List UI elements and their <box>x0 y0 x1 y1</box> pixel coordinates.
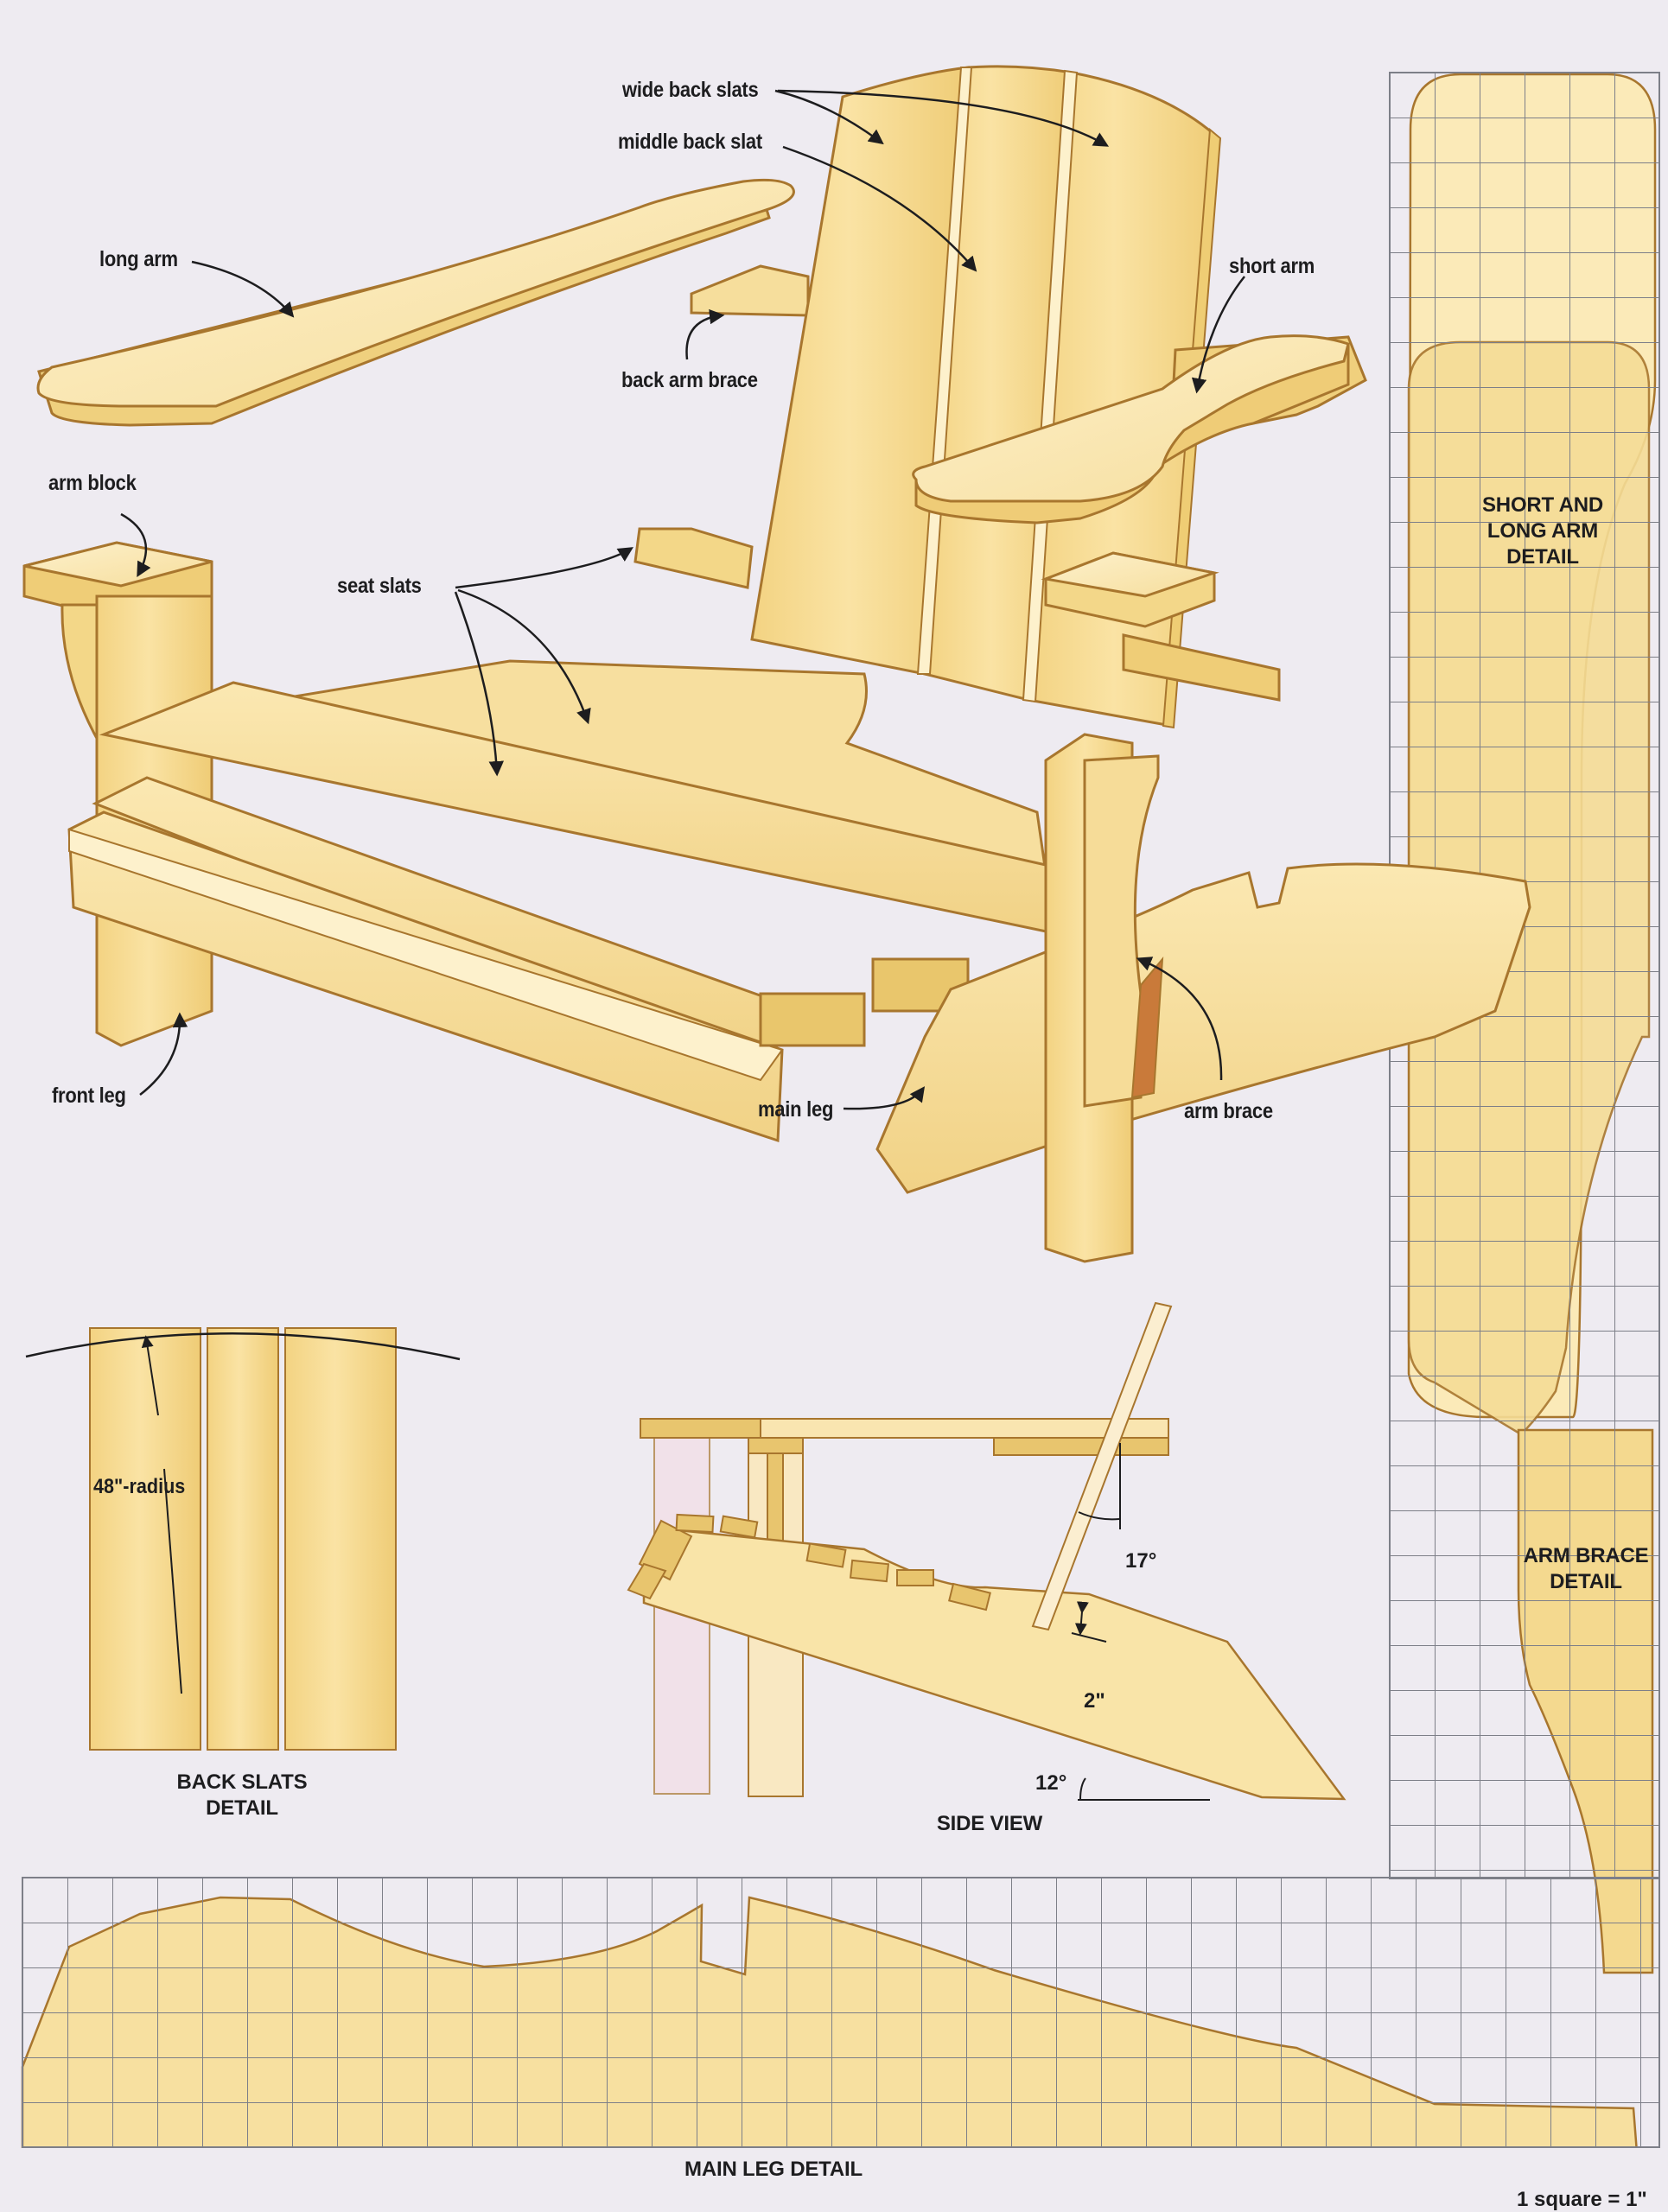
long-arm-part <box>36 178 795 427</box>
back-arm-brace-part <box>690 264 810 317</box>
scale-label: 1 square = 1" <box>1517 2188 1647 2211</box>
label-main-leg: main leg <box>758 1097 834 1122</box>
side-view-art <box>627 1301 1346 1801</box>
short-arm-block-part <box>1041 551 1281 702</box>
caption-side-view: SIDE VIEW <box>936 1812 1043 1835</box>
label-arm-block: arm block <box>48 471 137 495</box>
label-middle-back-slat: middle back slat <box>618 130 762 154</box>
label-short-arm: short arm <box>1229 254 1315 278</box>
caption-back-slats-detail: BACK SLATS DETAIL <box>176 1770 308 1820</box>
seat-slats-part <box>67 659 1083 1143</box>
arm-brace-part <box>1044 733 1164 1263</box>
main-leg-detail <box>0 1877 1668 2212</box>
label-arm-brace: arm brace <box>1184 1099 1273 1123</box>
arm-detail-grid <box>1389 72 1660 1974</box>
label-12-degrees: 12° <box>1035 1771 1067 1795</box>
label-front-leg: front leg <box>52 1084 126 1108</box>
caption-main-leg-detail: MAIN LEG DETAIL <box>684 2158 863 2181</box>
label-wide-back-slats: wide back slats <box>622 78 759 102</box>
main-leg-part <box>875 862 1531 1194</box>
leader-lines <box>120 89 1245 1110</box>
label-17-degrees: 17° <box>1125 1549 1157 1573</box>
back-slats-detail-art <box>25 1327 461 1751</box>
label-48-radius: 48"-radius <box>93 1475 186 1498</box>
caption-short-and-long-arm-detail: SHORT AND LONG ARM DETAIL <box>1482 493 1603 569</box>
label-long-arm: long arm <box>99 247 178 271</box>
lower-back-brace-part <box>633 527 754 589</box>
label-back-arm-brace: back arm brace <box>621 368 758 392</box>
caption-arm-brace-detail: ARM BRACE DETAIL <box>1523 1544 1649 1593</box>
label-2-inch: 2" <box>1084 1689 1105 1713</box>
short-arm-part <box>912 334 1367 524</box>
label-seat-slats: seat slats <box>337 574 422 598</box>
